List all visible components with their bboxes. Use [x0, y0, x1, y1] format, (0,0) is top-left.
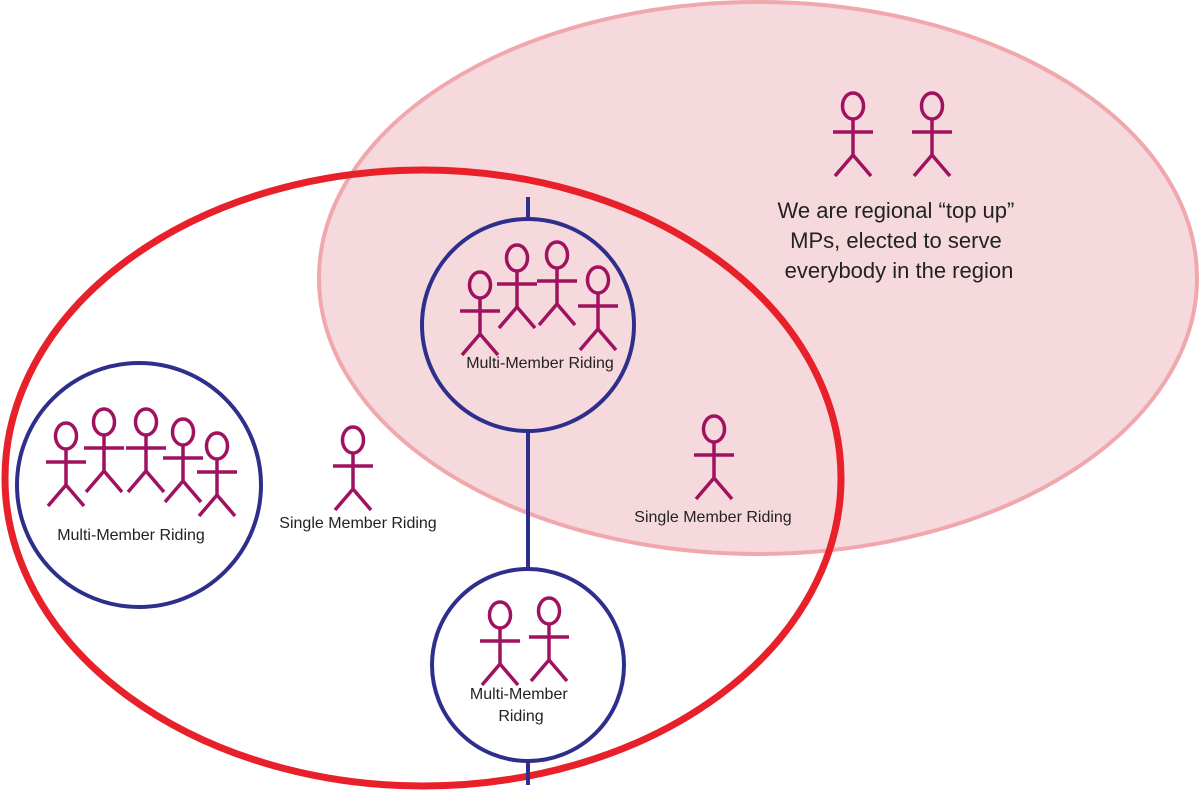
region-caption-line-1: We are regional “top up” — [778, 198, 1015, 223]
person-icon — [124, 407, 168, 494]
top-multi-riding-label: Multi-Member Riding — [466, 355, 614, 372]
region-caption-line-2: MPs, elected to serve — [790, 228, 1002, 253]
region-caption-line-3: everybody in the region — [785, 258, 1014, 283]
person-icon — [161, 417, 205, 504]
person-icon — [331, 425, 375, 512]
region-ellipse — [317, 0, 1199, 556]
center-single-riding-label: Single Member Riding — [279, 515, 436, 532]
left-multi-riding-circle — [15, 361, 263, 609]
province-ellipse — [1, 166, 845, 790]
person-icon — [527, 596, 571, 683]
top-multi-riding-circle — [420, 217, 636, 433]
person-icon — [44, 421, 88, 508]
bottom-multi-riding-label: Multi-Member Riding — [470, 686, 572, 725]
bottom-multi-riding-label-line-2: Riding — [498, 708, 543, 725]
person-icon — [478, 600, 522, 687]
person-icon — [82, 407, 126, 494]
bottom-multi-riding-circle — [430, 567, 626, 763]
bottom-multi-riding-label-line-1: Multi-Member — [470, 686, 568, 703]
left-multi-riding-label: Multi-Member Riding — [57, 527, 205, 544]
region-caption: We are regional “top up” MPs, elected to… — [778, 198, 1021, 283]
person-icon — [195, 431, 239, 518]
right-single-riding-label: Single Member Riding — [634, 509, 791, 526]
